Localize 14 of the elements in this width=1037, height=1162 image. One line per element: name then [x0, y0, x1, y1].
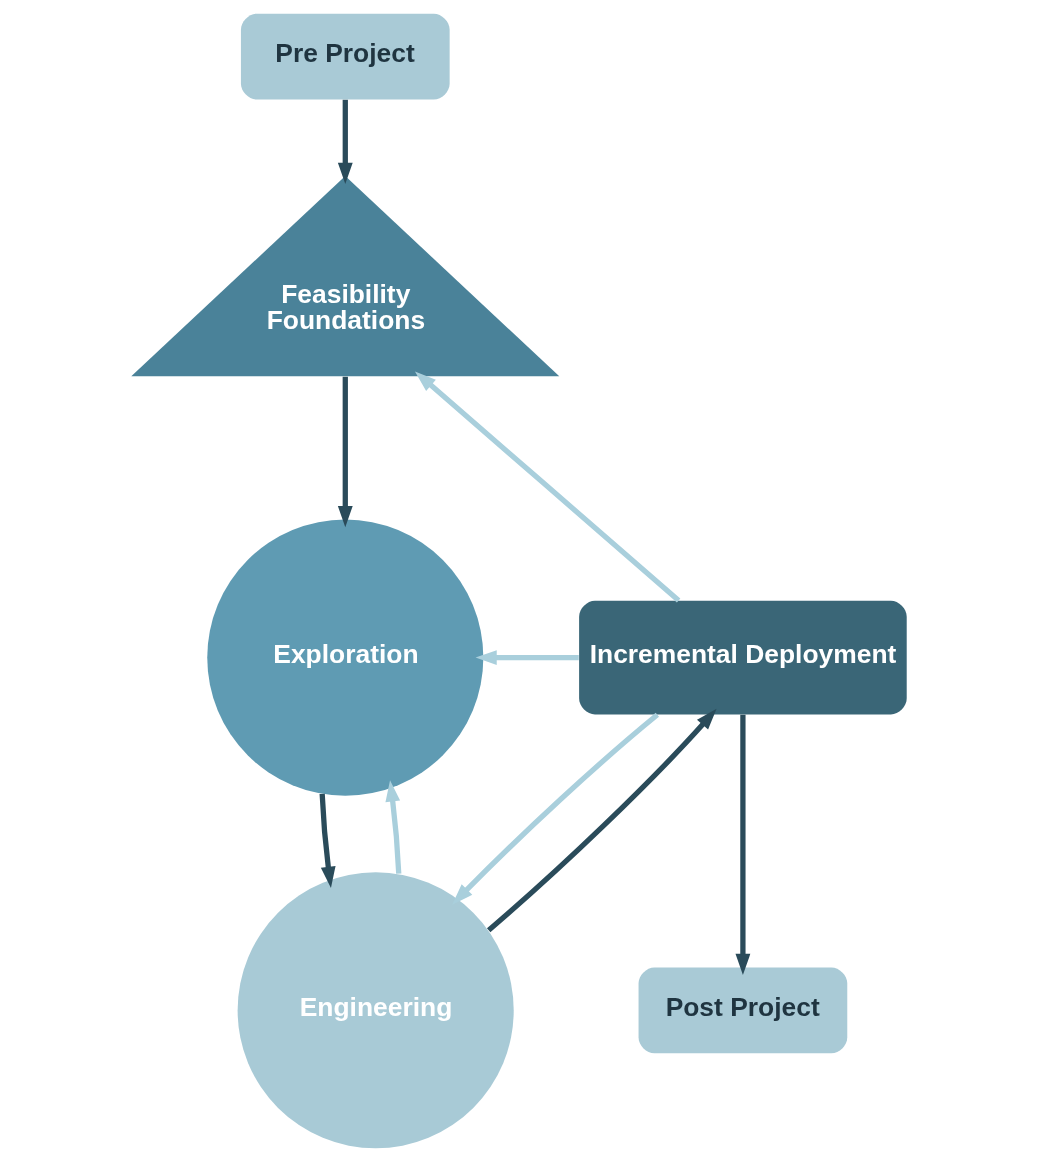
arrow [451, 712, 659, 905]
arrow [735, 714, 750, 976]
node-box: Post Project [638, 967, 847, 1054]
node-circle: Engineering [237, 872, 514, 1149]
arrow [475, 650, 579, 666]
arrow [486, 708, 717, 933]
node-box: Pre Project [240, 13, 450, 100]
node-circle: Exploration [206, 519, 483, 796]
arrow [414, 371, 680, 603]
node-box: Incremental Deployment [578, 600, 907, 715]
arrow [337, 376, 353, 528]
arrow [337, 99, 353, 184]
arrow [384, 780, 401, 874]
arrow [319, 793, 336, 888]
